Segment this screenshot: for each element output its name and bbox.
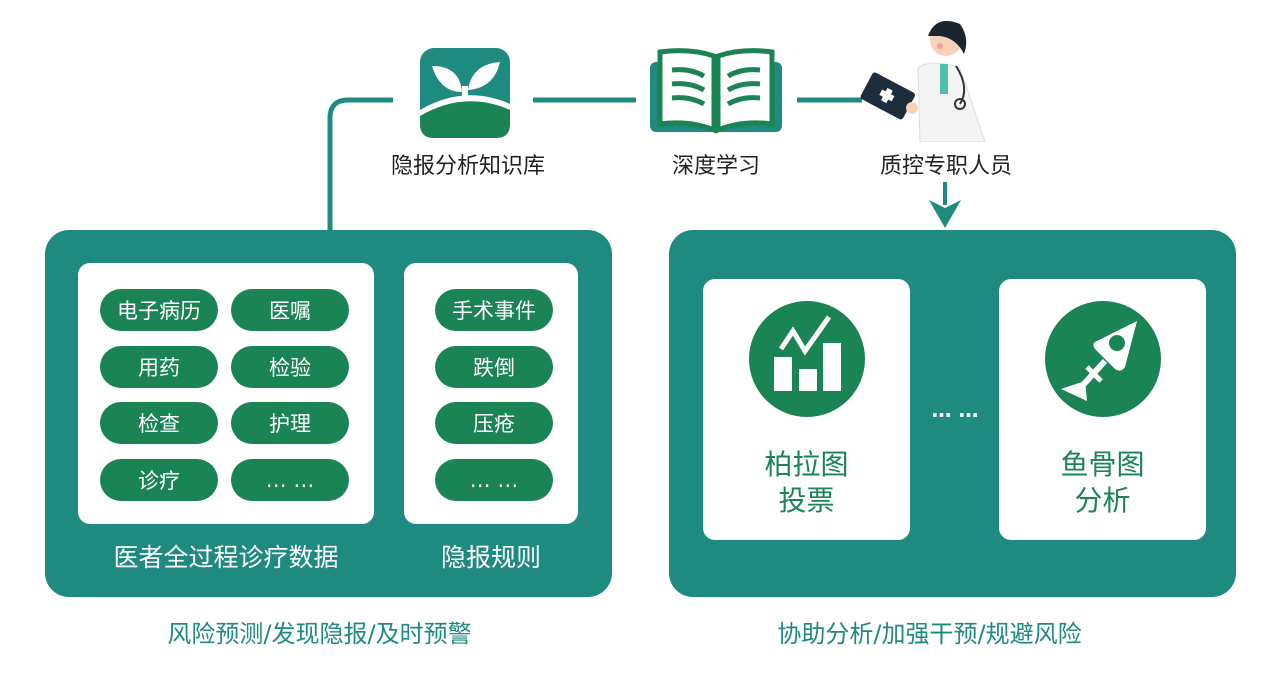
rules-box: 手术事件 跌倒 压疮 … … [404, 263, 578, 524]
qc-staff-label: 质控专职人员 [879, 154, 1012, 179]
fishbone-card: 鱼骨图 分析 [999, 279, 1206, 540]
pareto-card: 柏拉图 投票 [703, 279, 910, 540]
doctor-icon [860, 20, 986, 142]
left-bottom-caption: 风险预测/发现隐报/及时预警 [167, 620, 472, 648]
rule-item: 压疮 [435, 402, 553, 444]
pareto-label-1: 柏拉图 [764, 448, 849, 481]
data-item: 用药 [100, 346, 218, 388]
data-item: 诊疗 [100, 459, 218, 501]
rule-item: 跌倒 [435, 346, 553, 388]
fishbone-icon [1045, 301, 1161, 417]
fishbone-label-2: 分析 [1074, 484, 1131, 517]
data-item: 电子病历 [100, 289, 218, 331]
data-item: … … [231, 459, 349, 501]
data-item: 检验 [231, 346, 349, 388]
arrow-down-icon [929, 200, 961, 228]
data-item: 检查 [100, 402, 218, 444]
rule-item: 手术事件 [435, 289, 553, 331]
data-caption: 医者全过程诊疗数据 [113, 543, 339, 572]
data-item: 护理 [231, 402, 349, 444]
right-bottom-caption: 协助分析/加强干预/规避风险 [777, 620, 1082, 648]
deep-learning-label: 深度学习 [671, 154, 760, 179]
data-item: 医嘱 [231, 289, 349, 331]
knowledge-base-label: 隐报分析知识库 [390, 154, 545, 179]
rule-item: … … [435, 459, 553, 501]
ellipsis: … … [931, 398, 979, 422]
fishbone-label-1: 鱼骨图 [1060, 448, 1145, 481]
pareto-label-2: 投票 [778, 484, 835, 517]
rules-caption: 隐报规则 [440, 543, 541, 572]
plant-icon [420, 48, 510, 138]
chart-icon [749, 301, 865, 417]
data-box: 电子病历 医嘱 用药 检验 检查 护理 诊疗 … … [78, 263, 374, 524]
data-panel: 电子病历 医嘱 用药 检验 检查 护理 诊疗 … … 手术事件 跌倒 压疮 … … [45, 230, 612, 597]
book-icon [650, 48, 782, 134]
